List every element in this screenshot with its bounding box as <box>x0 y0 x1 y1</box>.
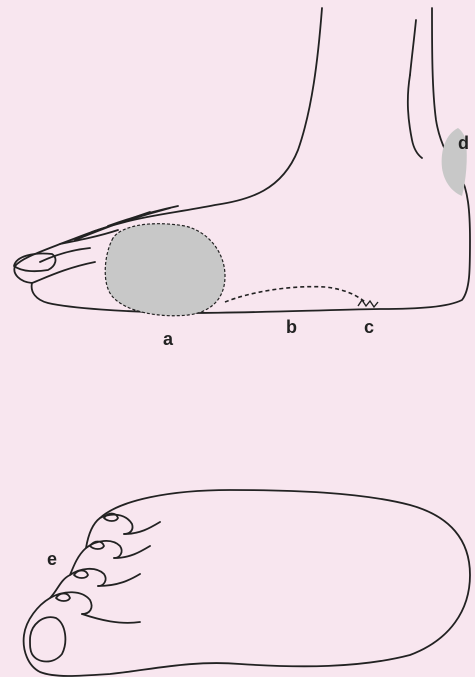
label-b: b <box>286 318 297 336</box>
label-e: e <box>47 550 57 568</box>
side-toe-line <box>32 262 95 283</box>
side-view-foot <box>14 8 470 313</box>
side-foot-outline <box>14 8 470 313</box>
region-a-ball-of-foot <box>105 224 225 316</box>
label-d: d <box>458 134 469 152</box>
top-toe-line <box>82 614 140 623</box>
top-big-toenail <box>30 617 65 661</box>
ankle-contour <box>408 75 422 158</box>
top-toe-line <box>50 592 92 614</box>
label-c: c <box>364 318 374 336</box>
top-toe-line <box>70 569 106 586</box>
side-toe-line <box>40 248 90 262</box>
label-a: a <box>163 330 173 348</box>
top-foot-outline <box>24 490 470 676</box>
region-b-arch <box>225 287 365 302</box>
side-toe-line <box>60 230 118 244</box>
ankle-contour <box>410 20 416 75</box>
top-view-foot <box>24 490 470 676</box>
top-toenail <box>56 594 70 602</box>
region-c-sole-spot <box>358 300 378 307</box>
top-toenail <box>74 571 88 579</box>
